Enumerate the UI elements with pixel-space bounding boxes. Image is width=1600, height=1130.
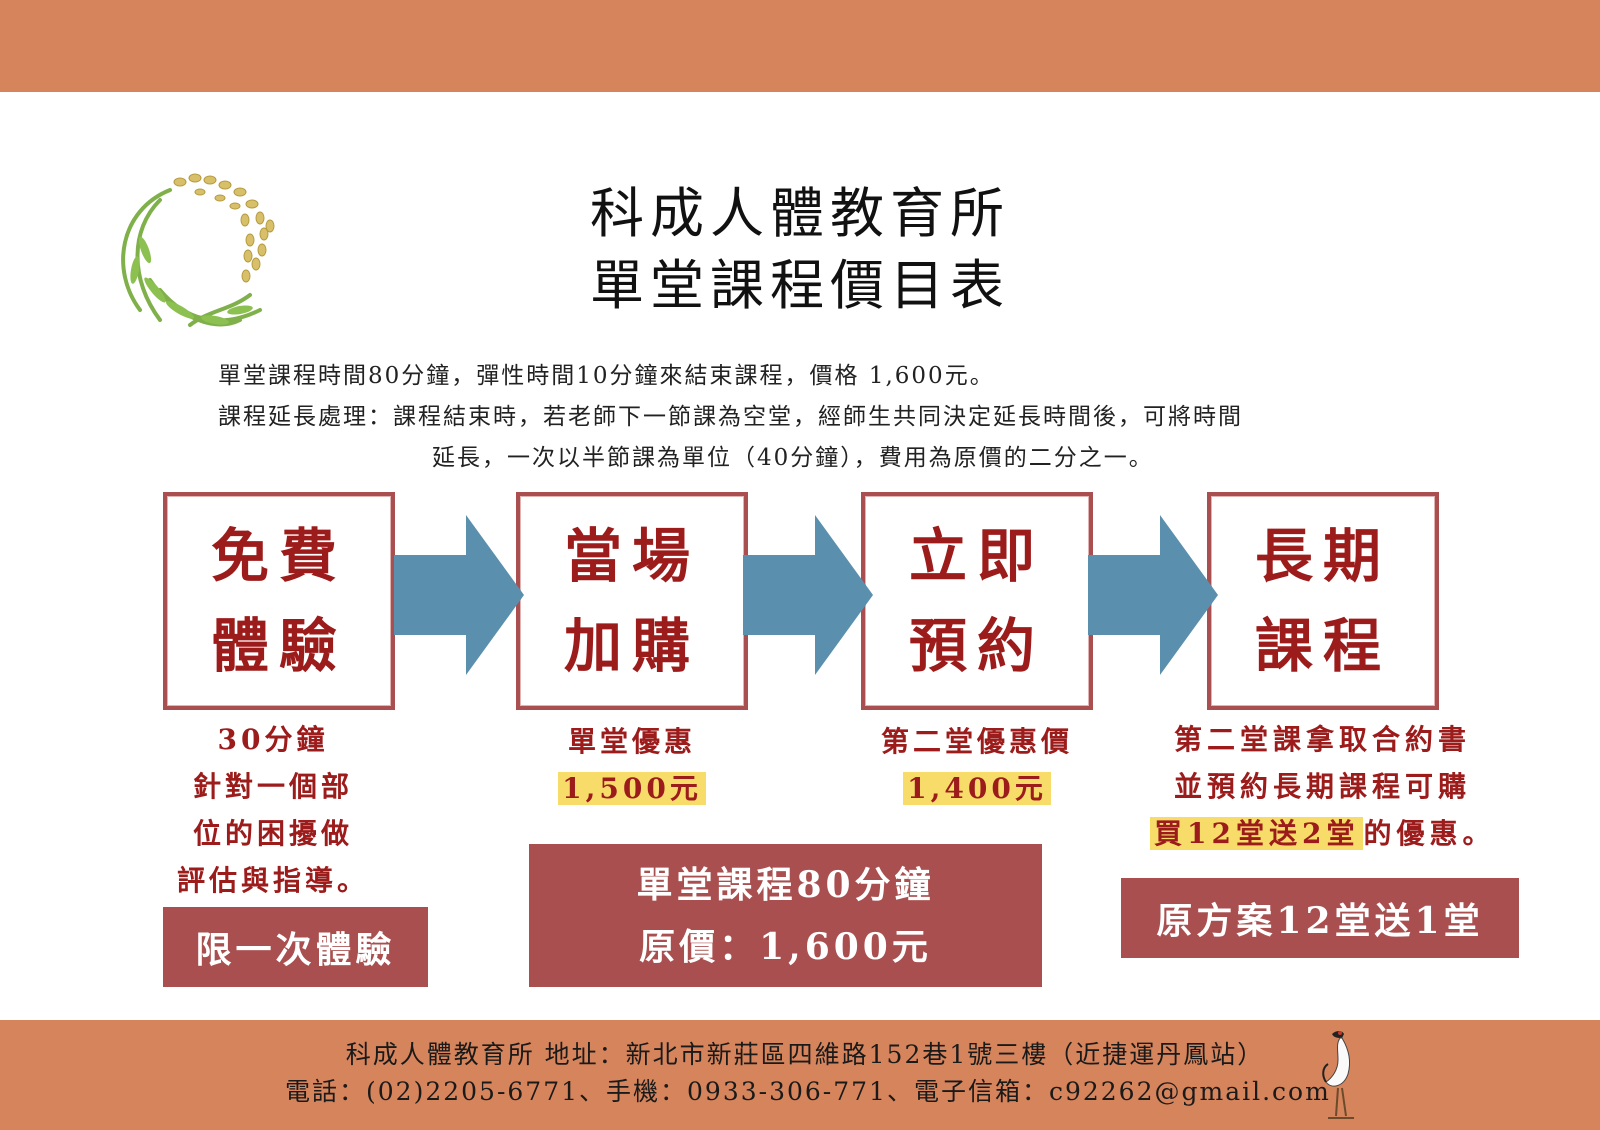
- step-label: 預約: [908, 612, 1045, 680]
- caption-line: 30分鐘: [217, 723, 329, 756]
- caption-free-trial: 30分鐘 針對一個部 位的困擾做 評估與指導。: [166, 716, 380, 904]
- caption-book-now: 第二堂優惠價 1,400元: [861, 718, 1093, 812]
- single-class-price-badge: 單堂課程80分鐘 原價：1,600元: [529, 844, 1042, 987]
- intro-line-3: 延長，一次以半節課為單位（40分鐘），費用為原價的二分之一。: [432, 445, 1154, 471]
- caption-add-purchase: 單堂優惠 1,500元: [516, 718, 748, 812]
- badge-text: 單堂課程80分鐘: [636, 863, 935, 906]
- caption-price: 1,400元: [903, 772, 1051, 805]
- right-arrow-icon: [394, 515, 524, 675]
- caption-line: 第二堂課拿取合約書: [1173, 723, 1471, 756]
- intro-line-1: 單堂課程時間80分鐘，彈性時間10分鐘來結束課程，價格 1,600元。: [218, 363, 995, 389]
- caption-highlight: 買12堂送2堂: [1150, 817, 1364, 850]
- intro-text: 單堂課程時間80分鐘，彈性時間10分鐘來結束課程，價格 1,600元。 課程延長…: [218, 356, 1243, 479]
- page-title: 科成人體教育所 單堂課程價目表: [520, 178, 1080, 322]
- right-arrow-icon: [743, 515, 873, 675]
- caption-label: 第二堂優惠價: [880, 725, 1073, 758]
- step-label: 立即: [908, 522, 1045, 590]
- footer-address: 科成人體教育所 地址：新北市新莊區四維路152巷1號三樓（近捷運丹鳳站）: [345, 1040, 1265, 1069]
- caption-line: 位的困擾做: [192, 817, 353, 850]
- step-label: 免費: [210, 522, 347, 590]
- badge-text: 原價：1,600元: [639, 925, 932, 968]
- footer-contact: 科成人體教育所 地址：新北市新莊區四維路152巷1號三樓（近捷運丹鳳站） 電話：…: [285, 1036, 1331, 1110]
- caption-suffix: 的優惠。: [1363, 817, 1496, 850]
- caption-label: 單堂優惠: [567, 725, 696, 758]
- badge-text: 限一次體驗: [195, 929, 396, 971]
- step-free-trial: 免費 體驗: [163, 492, 395, 710]
- badge-text: 原方案12堂送1堂: [1156, 900, 1484, 942]
- right-arrow-icon: [1088, 515, 1218, 675]
- caption-line: 評估與指導。: [176, 864, 369, 897]
- caption-line: 針對一個部: [192, 770, 353, 803]
- crane-icon: [1322, 1031, 1354, 1119]
- title-line-1: 科成人體教育所: [590, 182, 1010, 245]
- caption-line: 並預約長期課程可購: [1173, 770, 1471, 803]
- title-line-2: 單堂課程價目表: [590, 254, 1010, 317]
- intro-line-2: 課程延長處理：課程結束時，若老師下一節課為空堂，經師生共同決定延長時間後，可將時…: [218, 404, 1243, 430]
- step-label: 長期: [1254, 522, 1391, 590]
- long-term-plan-badge: 原方案12堂送1堂: [1121, 878, 1519, 958]
- caption-price: 1,500元: [558, 772, 706, 805]
- step-label: 加購: [563, 612, 700, 680]
- step-long-term: 長期 課程: [1207, 492, 1439, 710]
- free-trial-limit-badge: 限一次體驗: [163, 907, 428, 987]
- footer-phone-email: 電話：(02)2205-6771、手機：0933-306-771、電子信箱：c9…: [285, 1077, 1331, 1106]
- rice-wreath-icon: [121, 173, 275, 327]
- caption-long-term: 第二堂課拿取合約書 並預約長期課程可購 買12堂送2堂的優惠。: [1150, 716, 1495, 857]
- step-label: 體驗: [210, 612, 347, 680]
- step-label: 當場: [563, 522, 700, 590]
- step-book-now: 立即 預約: [861, 492, 1093, 710]
- top-band: [0, 0, 1600, 92]
- step-add-purchase: 當場 加購: [516, 492, 748, 710]
- step-label: 課程: [1254, 612, 1391, 680]
